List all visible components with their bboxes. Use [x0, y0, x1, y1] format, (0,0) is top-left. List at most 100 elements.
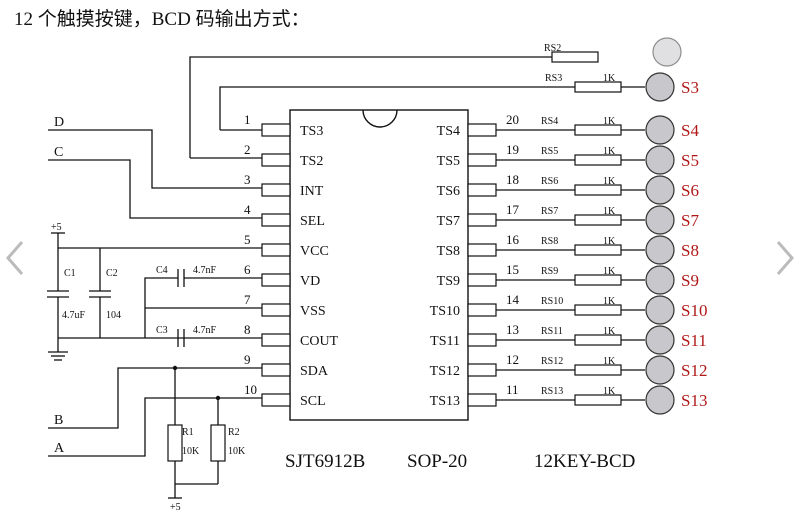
left-pin-2 [261, 153, 291, 167]
r2-value: 10K [228, 446, 246, 457]
touch-pad[interactable] [645, 385, 675, 415]
right-pin-number: 14 [506, 292, 520, 307]
part-number: SJT6912B [285, 451, 365, 472]
touch-label: S10 [681, 301, 707, 320]
touch-label-s3: S3 [681, 78, 699, 97]
right-pin-number: 11 [506, 382, 519, 397]
right-pin-name: TS10 [430, 304, 460, 319]
res-label: RS5 [541, 146, 558, 157]
top-channel-rs2: RS2 [189, 37, 682, 158]
right-pin-number: 18 [506, 172, 519, 187]
left-pin-number: 9 [244, 352, 251, 367]
right-pin-19 [467, 153, 497, 167]
right-pin-11 [467, 393, 497, 407]
res-value: 1K [603, 176, 616, 187]
right-pin-name: TS13 [430, 394, 460, 409]
touch-pad[interactable] [645, 145, 675, 175]
left-pin-name: SDA [300, 364, 329, 379]
left-pin-5 [261, 243, 291, 257]
right-pin-number: 17 [506, 202, 520, 217]
res-value: 1K [603, 326, 616, 337]
touch-pad-s2[interactable] [652, 37, 682, 67]
signal-b-label: B [54, 413, 63, 428]
next-arrow-button[interactable] [770, 236, 800, 280]
res-label: RS6 [541, 176, 558, 187]
res-label: RS13 [541, 386, 563, 397]
left-pin-7 [261, 303, 291, 317]
c1-value: 4.7uF [62, 310, 86, 321]
right-pin-number: 20 [506, 112, 519, 127]
touch-channel: RS6 1K S6 [496, 175, 699, 205]
signal-c: C [48, 145, 262, 219]
right-pin-number: 13 [506, 322, 519, 337]
res-value: 1K [603, 266, 616, 277]
res-value: 1K [603, 116, 616, 127]
prev-arrow-button[interactable] [0, 236, 30, 280]
signal-c-label: C [54, 145, 63, 160]
touch-pad[interactable] [645, 325, 675, 355]
res-value: 1K [603, 206, 616, 217]
res-value-rs3: 1K [603, 73, 616, 84]
right-pin-17 [467, 213, 497, 227]
signal-a-label: A [54, 441, 65, 456]
r1-label: R1 [182, 427, 194, 438]
res-label: RS4 [541, 116, 558, 127]
touch-pad[interactable] [645, 175, 675, 205]
touch-label: S9 [681, 271, 699, 290]
left-pin-name: VD [300, 274, 320, 289]
touch-pad[interactable] [645, 295, 675, 325]
left-pin-name: TS3 [300, 124, 323, 139]
touch-pad[interactable] [645, 205, 675, 235]
right-pin-name: TS4 [437, 124, 460, 139]
left-pin-name: VCC [300, 244, 329, 259]
chip-notch [362, 109, 398, 128]
right-pin-16 [467, 243, 497, 257]
left-pin-number: 4 [244, 202, 251, 217]
diagram-title: 12 个触摸按键，BCD 码输出方式： [14, 8, 310, 30]
touch-pad-s3[interactable] [645, 72, 675, 102]
right-pin-number: 16 [506, 232, 520, 247]
res-value: 1K [603, 356, 616, 367]
left-pin-8 [261, 333, 291, 347]
right-pin-number: 15 [506, 262, 519, 277]
right-pin-name: TS8 [437, 244, 460, 259]
left-pin-name: SEL [300, 214, 325, 229]
touch-pad[interactable] [645, 235, 675, 265]
r1-value: 10K [182, 446, 200, 457]
right-pin-15 [467, 273, 497, 287]
left-pin-name: INT [300, 184, 324, 199]
left-pin-number: 2 [244, 142, 251, 157]
right-pin-20 [467, 123, 497, 137]
right-pin-12 [467, 363, 497, 377]
res-label-rs3: RS3 [545, 73, 562, 84]
right-pin-number: 19 [506, 142, 519, 157]
power-section: +5 C1 4.7uF C2 104 C4 4.7nF C3 4.7nF [47, 222, 262, 361]
touch-pad[interactable] [645, 265, 675, 295]
left-pin-number: 1 [244, 112, 251, 127]
i2c-section: B A R1 10K R2 10K +5 [48, 365, 262, 513]
touch-pad[interactable] [645, 115, 675, 145]
left-pin-1 [261, 123, 291, 137]
res-label: RS11 [541, 326, 563, 337]
touch-label: S6 [681, 181, 699, 200]
right-pin-name: TS11 [430, 334, 460, 349]
package-type: SOP-20 [407, 451, 467, 472]
left-pin-group: 1TS32TS23INT4SEL5VCC6VD7VSS8COUT9SDA10SC… [244, 112, 339, 409]
left-pin-name: VSS [300, 304, 326, 319]
vplus-bottom-label: +5 [170, 502, 181, 513]
c4-label: C4 [156, 265, 168, 276]
touch-label: S7 [681, 211, 699, 230]
left-pin-6 [261, 273, 291, 287]
c3-value: 4.7nF [193, 325, 217, 336]
res-label: RS9 [541, 266, 558, 277]
res-label: RS10 [541, 296, 563, 307]
res-label: RS12 [541, 356, 563, 367]
touch-pad[interactable] [645, 355, 675, 385]
